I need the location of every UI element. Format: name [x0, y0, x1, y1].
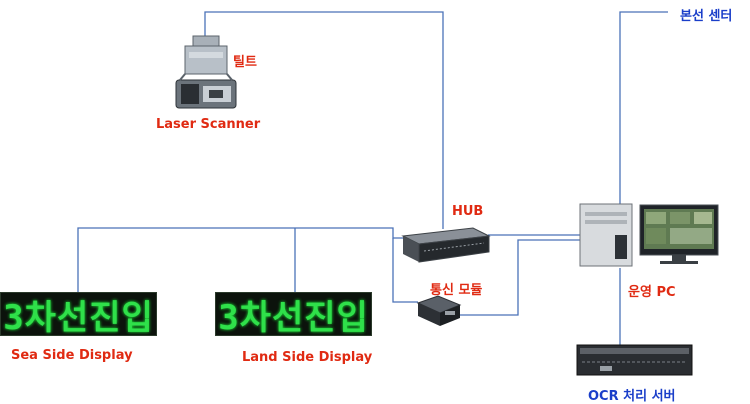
connection-lines	[77, 11, 668, 345]
sea-side-display-label: Sea Side Display	[11, 348, 133, 363]
operation-pc-label: 운영 PC	[628, 285, 676, 300]
ocr-server-icon	[576, 344, 693, 376]
laser-scanner-label: Laser Scanner	[156, 117, 261, 132]
sea-side-display-text: 3차선진입	[3, 297, 154, 338]
line-comm-to-pc	[460, 239, 580, 316]
comm-module-label: 통신 모듈	[430, 283, 483, 298]
hub-icon	[401, 227, 491, 263]
hub-label: HUB	[452, 204, 484, 219]
land-side-led-display: 3차선진입	[215, 292, 372, 338]
line-hub-to-displays	[77, 227, 403, 292]
laser-scanner-icon	[175, 35, 237, 109]
ocr-server-label: OCR 처리 서버	[588, 389, 676, 404]
main-center-label: 본선 센터	[680, 9, 733, 24]
comm-module-icon	[416, 295, 462, 326]
line-scanner-to-hub	[204, 11, 444, 229]
sea-side-led-display: 3차선진입	[0, 292, 157, 338]
operation-pc-icon	[579, 203, 719, 267]
line-hub-to-comm	[392, 238, 418, 303]
land-side-display-text: 3차선진입	[218, 297, 369, 338]
line-center-to-pc	[619, 11, 668, 205]
land-side-display-label: Land Side Display	[242, 350, 373, 365]
tilt-label: 틸트	[233, 55, 257, 70]
